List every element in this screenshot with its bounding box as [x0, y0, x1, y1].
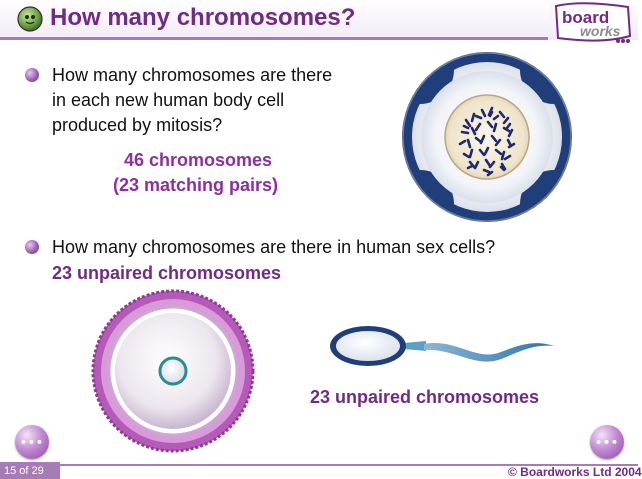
copyright: © Boardworks Ltd 2004 [508, 465, 642, 479]
next-button[interactable]: ••• [590, 425, 624, 459]
question-1-line-2: in each new human body cell [52, 90, 285, 110]
answer-2: 23 unpaired chromosomes [52, 263, 282, 283]
previous-button-label: ••• [19, 435, 45, 449]
question-2: How many chromosomes are there in human … [52, 237, 496, 257]
svg-text:board: board [562, 8, 609, 27]
page-title: How many chromosomes? [50, 4, 356, 31]
egg-cell-illustration [88, 288, 258, 454]
footer-page-tab [0, 462, 60, 479]
question-1-line-1: How many chromosomes are there [52, 65, 333, 85]
bullet-icon [25, 240, 39, 254]
body-cell-illustration [400, 50, 574, 224]
previous-button[interactable]: ••• [15, 425, 49, 459]
bullet-icon [25, 68, 39, 82]
sperm-cell-illustration [326, 322, 556, 378]
title-divider [0, 37, 548, 40]
answer-1-line-1: 46 chromosomes [124, 150, 273, 170]
question-1-line-3: produced by mitosis? [52, 115, 223, 135]
footer-divider [60, 464, 638, 466]
svg-text:works: works [580, 23, 621, 39]
sperm-label: 23 unpaired chromosomes [310, 387, 540, 407]
next-button-label: ••• [594, 435, 620, 449]
boardworks-logo: board works [552, 2, 634, 46]
question-1: How many chromosomes are there in each n… [52, 63, 332, 138]
title-bar [0, 0, 638, 40]
answer-1-line-2: (23 matching pairs) [113, 175, 279, 195]
page-number: 15 of 29 [4, 465, 44, 477]
home-icon[interactable] [17, 6, 43, 32]
